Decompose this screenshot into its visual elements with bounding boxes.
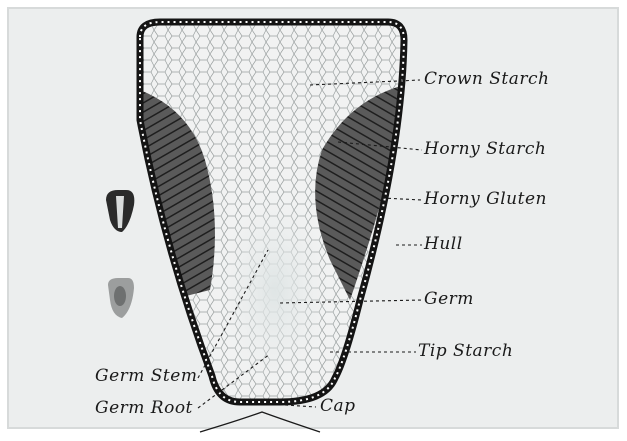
label-horny-gluten: Horny Gluten xyxy=(424,189,547,209)
label-hull: Hull xyxy=(424,234,463,254)
label-germ-stem: Germ Stem xyxy=(95,366,197,386)
label-germ-root: Germ Root xyxy=(95,398,193,418)
label-crown-starch: Crown Starch xyxy=(424,69,549,89)
label-cap: Cap xyxy=(320,396,356,416)
small-kernel-light-spot xyxy=(114,286,126,306)
germ-region xyxy=(220,195,330,385)
label-tip-starch: Tip Starch xyxy=(418,341,513,361)
label-germ: Germ xyxy=(424,289,474,309)
label-horny-starch: Horny Starch xyxy=(424,139,546,159)
